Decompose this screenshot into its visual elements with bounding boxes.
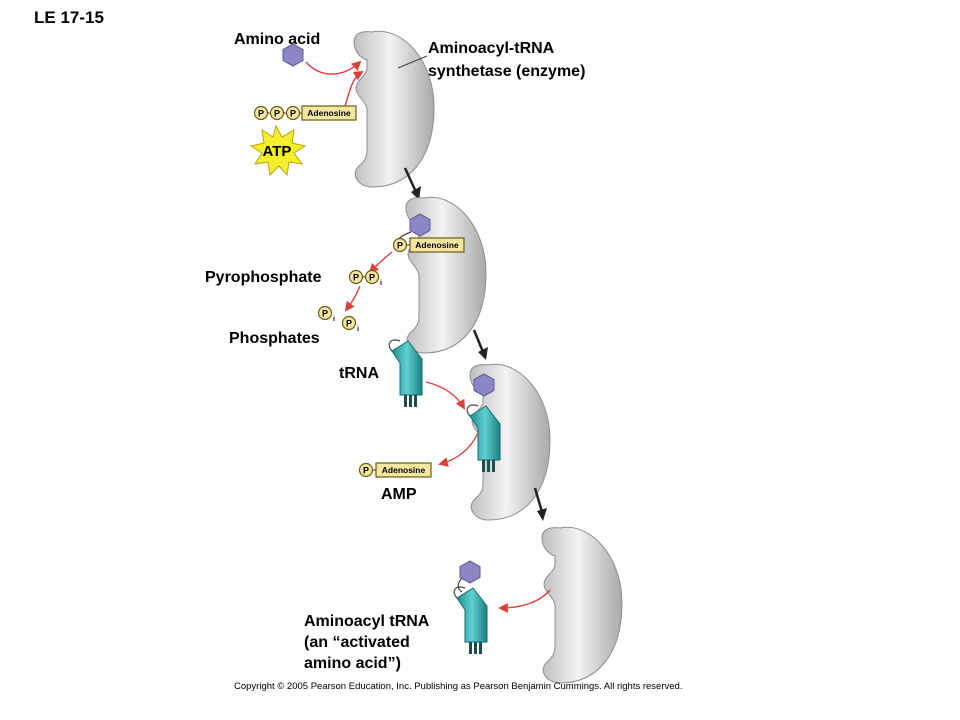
- enzyme-label-line1: Aminoacyl-tRNA: [428, 40, 555, 57]
- enzyme-label-line2: synthetase (enzyme): [428, 63, 585, 80]
- amino-acid-amp-complex: P Adenosine: [392, 237, 465, 253]
- step-arrow-1: [403, 167, 418, 193]
- copyright-text: Copyright © 2005 Pearson Education, Inc.…: [234, 681, 682, 692]
- amino-acid-label: Amino acid: [234, 31, 320, 48]
- svg-text:i: i: [357, 326, 359, 333]
- product-label-line1: Aminoacyl tRNA: [304, 613, 430, 630]
- enzyme-step1: [353, 30, 435, 188]
- svg-text:P: P: [353, 273, 359, 283]
- svg-text:i: i: [380, 280, 382, 287]
- free-enzyme-step4: [541, 526, 623, 684]
- svg-text:P: P: [290, 109, 296, 119]
- product-label-line2: (an “activated: [304, 634, 410, 651]
- svg-text:Adenosine: Adenosine: [382, 465, 426, 475]
- amino-acid-on-trna-step3-icon: [473, 373, 495, 397]
- amp-molecule: P Adenosine: [358, 462, 432, 478]
- svg-text:Adenosine: Adenosine: [415, 240, 459, 250]
- aminoacyl-bond: [457, 577, 463, 593]
- amino-acid-hexagon-icon: [282, 43, 304, 67]
- phosphates-label: Phosphates: [229, 330, 320, 347]
- svg-text:P: P: [369, 273, 375, 283]
- amp-label: AMP: [381, 486, 417, 503]
- svg-text:ATP: ATP: [263, 143, 292, 160]
- pyrophosphate-label: Pyrophosphate: [205, 269, 322, 286]
- pyrophosphate-molecule: P P i: [348, 269, 382, 287]
- hydrolysis-arrow: [344, 285, 361, 312]
- svg-text:P: P: [363, 466, 369, 476]
- svg-text:P: P: [258, 109, 264, 119]
- release-arrow: [498, 589, 551, 613]
- amino-acid-binding-arrow: [305, 60, 362, 75]
- phosphates-molecules: P i P i: [317, 305, 359, 333]
- step-arrow-2: [472, 329, 485, 353]
- bound-amino-acid-icon: [409, 213, 431, 237]
- trna-binding-arrow: [425, 381, 465, 410]
- amp-release-arrow: [438, 432, 479, 467]
- pyrophosphate-release-arrow: [368, 251, 393, 274]
- svg-text:P: P: [274, 109, 280, 119]
- atp-binding-arrow: [344, 70, 364, 107]
- svg-text:P: P: [397, 241, 403, 251]
- product-label-line3: amino acid”): [304, 655, 401, 672]
- atp-star-icon: ATP: [249, 124, 307, 177]
- figure-label: LE 17-15: [34, 8, 104, 27]
- svg-text:P: P: [346, 319, 352, 329]
- atp-phosphate-group: P P P Adenosine: [253, 105, 357, 121]
- step-arrow-3: [533, 487, 544, 513]
- amino-acid-on-trna-step4-icon: [459, 560, 481, 584]
- step-arrow-2-head: [478, 347, 488, 360]
- svg-text:P: P: [322, 309, 328, 319]
- svg-text:i: i: [333, 316, 335, 323]
- trna-label: tRNA: [339, 365, 379, 382]
- svg-text:Adenosine: Adenosine: [307, 108, 351, 118]
- aminoacyl-trna-icon: [453, 586, 488, 655]
- step-arrow-3-head: [537, 508, 547, 521]
- step-arrow-1-head: [411, 186, 421, 200]
- enzyme-label-leader-line: [397, 55, 428, 69]
